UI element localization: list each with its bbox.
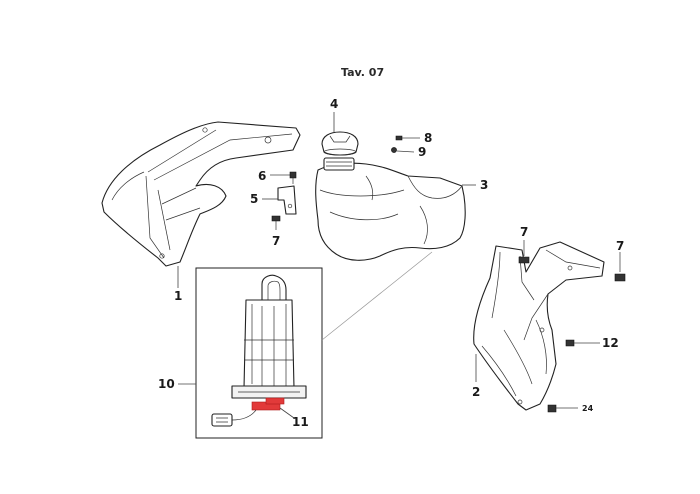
label-7-right-side: 7 <box>616 239 624 253</box>
washer-tank-top <box>391 147 415 153</box>
screw-tank-top <box>395 135 420 141</box>
label-6: 6 <box>258 169 266 183</box>
screw-right-mid <box>565 339 600 347</box>
fuel-tank <box>315 157 466 261</box>
screw-right-top <box>518 240 530 264</box>
label-5: 5 <box>250 192 258 206</box>
fuel-cap <box>321 131 359 156</box>
label-7-right-top: 7 <box>520 225 528 239</box>
screw-right-bottom <box>547 404 578 413</box>
label-3: 3 <box>480 178 488 192</box>
label-4: 4 <box>330 97 338 111</box>
label-10: 10 <box>158 377 175 391</box>
label-1: 1 <box>174 289 182 303</box>
radiator-shroud-right <box>473 241 605 411</box>
label-12: 12 <box>602 336 619 350</box>
screw-right-side <box>614 252 626 282</box>
label-9: 9 <box>418 145 426 159</box>
diagram-title: Tav. 07 <box>341 66 384 79</box>
fuel-pump <box>211 274 307 427</box>
screw-bracket <box>270 171 297 184</box>
label-11: 11 <box>292 415 309 429</box>
bracket <box>277 185 297 215</box>
label-2: 2 <box>472 385 480 399</box>
label-7-left: 7 <box>272 234 280 248</box>
label-24: 24 <box>582 404 594 413</box>
radiator-shroud-left <box>101 121 301 267</box>
screw-left-shroud <box>271 215 281 230</box>
label-8: 8 <box>424 131 432 145</box>
